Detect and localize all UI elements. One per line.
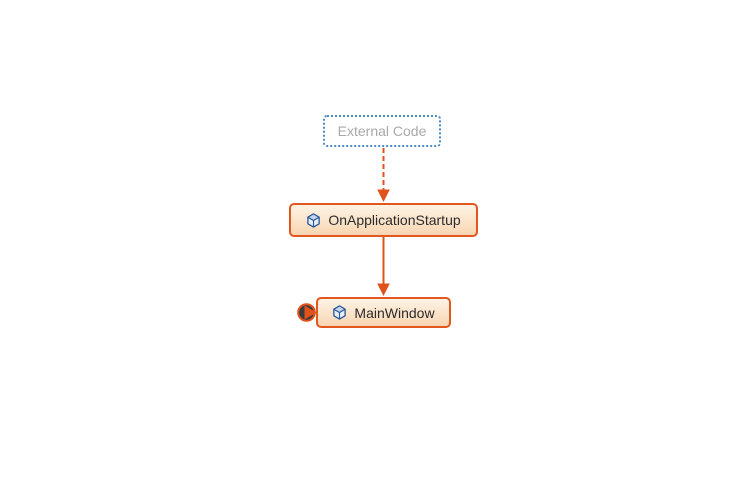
node-on-application-startup[interactable]: OnApplicationStartup	[289, 203, 478, 237]
cube-icon	[332, 305, 347, 320]
node-label: MainWindow	[354, 304, 435, 321]
node-main-window[interactable]: MainWindow	[316, 297, 451, 328]
cube-icon	[306, 212, 321, 228]
collapsed-link-indicator[interactable]	[295, 301, 321, 324]
node-label: External Code	[337, 123, 427, 139]
edge-external-to-startup[interactable]	[377, 148, 390, 202]
arrowhead-icon	[377, 283, 390, 296]
edge-startup-to-mainwindow[interactable]	[377, 237, 390, 296]
arrow-right-icon	[304, 305, 317, 320]
arrowhead-icon	[377, 189, 390, 202]
node-external-code[interactable]: External Code	[323, 115, 441, 147]
node-label: OnApplicationStartup	[328, 212, 461, 228]
